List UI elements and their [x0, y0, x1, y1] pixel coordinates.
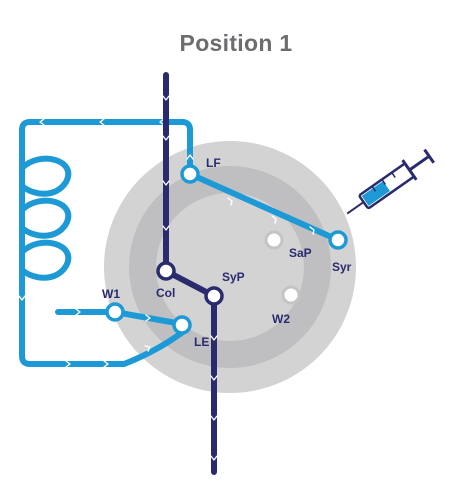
port-lf	[180, 164, 200, 184]
port-syr	[328, 230, 348, 250]
port-syp	[204, 286, 224, 306]
diagram-title: Position 1	[179, 30, 293, 56]
port-sap	[264, 230, 284, 250]
port-w1	[105, 302, 125, 322]
label-syp: SyP	[222, 270, 245, 284]
label-w1: W1	[102, 287, 120, 301]
port-col	[156, 261, 176, 281]
label-col: Col	[156, 286, 175, 300]
column-tubing	[163, 72, 217, 475]
label-le: LE	[194, 335, 209, 349]
label-lf: LF	[206, 156, 221, 170]
port-w2	[281, 285, 301, 305]
flow-direction-marks	[18, 118, 315, 368]
port-le	[172, 315, 192, 335]
label-sap: SaP	[289, 246, 312, 260]
dark-direction-marks	[162, 95, 218, 461]
valve-inner-disk	[156, 193, 304, 341]
syringe-icon	[346, 148, 435, 215]
label-w2: W2	[272, 312, 290, 326]
label-syr: Syr	[332, 260, 352, 274]
sample-loop-tubing	[19, 119, 193, 367]
